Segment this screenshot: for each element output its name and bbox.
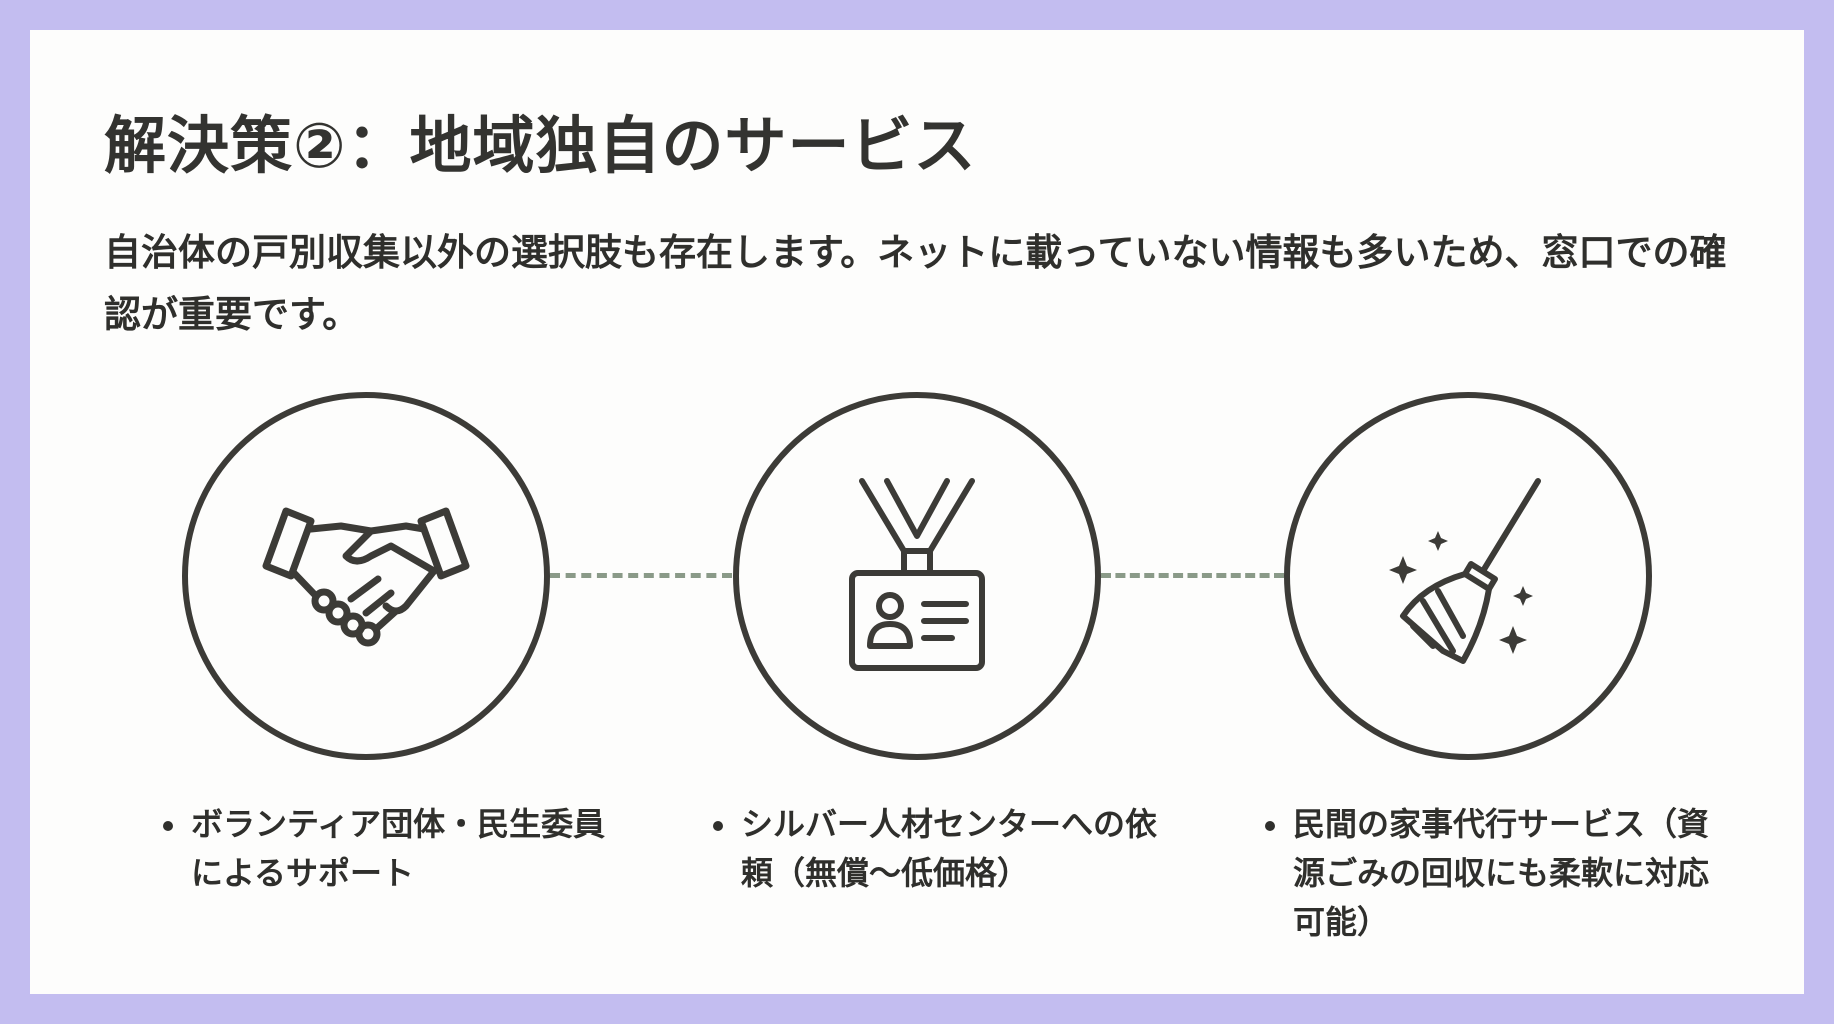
broom-circle: [1284, 392, 1652, 760]
broom-sparkle-icon: [1389, 478, 1541, 664]
list-item: ボランティア団体・民生委員によるサポート: [163, 800, 631, 898]
handshake-icon: [262, 507, 470, 647]
slide-description: 自治体の戸別収集以外の選択肢も存在します。ネットに載っていない情報も多いため、窓…: [104, 231, 1727, 336]
id-badge-icon: [849, 478, 985, 671]
list-item: 民間の家事代行サービス（資源ごみの回収にも柔軟に対応可能）: [1265, 800, 1733, 947]
list-item: シルバー人材センターへの依頼（無償〜低価格）: [713, 800, 1181, 898]
connector-line: [1101, 573, 1284, 578]
connector-line: [550, 573, 732, 578]
handshake-circle: [182, 392, 550, 760]
slide-title: 解決策②：地域独自のサービス: [104, 109, 977, 182]
id-badge-circle: [733, 392, 1101, 760]
